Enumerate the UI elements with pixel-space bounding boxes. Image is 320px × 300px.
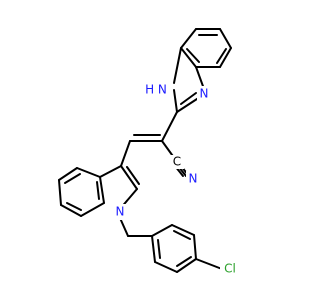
double-bond-inner	[66, 202, 82, 211]
bond-c-cl	[195, 258, 223, 270]
bond	[176, 258, 197, 273]
double-bond-inner	[180, 92, 197, 105]
label-bg	[143, 82, 173, 98]
double-bond-inner	[157, 239, 161, 259]
chlorine-label: Cl	[224, 262, 236, 276]
bond-to-c2	[173, 89, 178, 113]
chlorobenzyl-group	[119, 217, 223, 273]
label-bg	[186, 171, 200, 187]
bond-c2-n	[176, 96, 201, 113]
bond	[76, 167, 101, 178]
nitrile-n-label: N	[189, 172, 198, 186]
bond	[180, 47, 197, 68]
double-bond-inner	[186, 48, 200, 63]
label-bg	[113, 204, 127, 220]
bond	[195, 66, 205, 90]
bond	[219, 28, 232, 49]
nh-label: H N	[145, 83, 167, 97]
label-bg	[197, 86, 211, 102]
bond	[193, 234, 197, 260]
bond	[120, 165, 138, 190]
bond-n-ch2	[119, 217, 129, 237]
label-bg	[170, 155, 184, 169]
bond	[151, 235, 156, 263]
bond-to-indole	[120, 140, 131, 167]
double-bond-inner	[126, 166, 140, 185]
bond	[58, 167, 78, 181]
bond	[180, 28, 197, 49]
benzimidazole-benzene-ring	[180, 28, 232, 68]
bond	[161, 111, 178, 142]
double-bond-inner	[216, 48, 227, 64]
label-bg	[220, 261, 240, 277]
bond	[99, 176, 105, 204]
atom-labels: H N N C N N Cl	[113, 82, 240, 277]
bond	[60, 204, 82, 217]
imidazole-n-label: N	[200, 87, 209, 101]
bond	[154, 261, 178, 273]
bond	[99, 165, 122, 178]
indole-pyrrole-ring	[99, 165, 140, 210]
structure-diagram: H N N C N N Cl	[58, 28, 240, 277]
imidazole-ring	[173, 47, 205, 113]
bond	[171, 224, 195, 236]
indole-n-label: N	[116, 205, 125, 219]
indole-benzene-ring	[58, 167, 105, 217]
bond	[80, 202, 105, 217]
double-bond-inner	[96, 181, 100, 200]
nitrile-c-label: C	[173, 155, 181, 169]
bond	[58, 179, 62, 206]
molecule-canvas: H N N C N N Cl	[58, 28, 240, 277]
bond	[219, 47, 232, 68]
double-bond-inner	[176, 256, 192, 267]
bond	[151, 224, 173, 237]
bond	[173, 47, 182, 84]
double-bond-inner	[64, 173, 81, 184]
double-bond-inner	[173, 230, 191, 240]
